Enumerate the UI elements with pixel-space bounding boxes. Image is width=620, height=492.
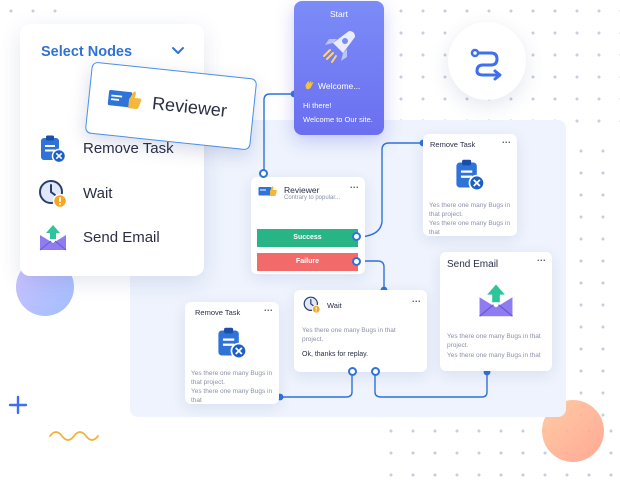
wait-output-port-left[interactable] bbox=[348, 367, 357, 376]
success-branch-button[interactable]: Success bbox=[257, 229, 358, 247]
clock-wait-icon bbox=[303, 296, 321, 314]
remove-task-node-text: Yes there one many Bugs in that project. bbox=[429, 202, 511, 218]
failure-output-port[interactable] bbox=[352, 257, 361, 266]
select-nodes-panel: Select Nodes Remove Task Wait bbox=[20, 24, 204, 276]
reviewer-thumbs-up-icon bbox=[258, 186, 277, 196]
reviewer-thumbs-up-icon bbox=[107, 90, 142, 109]
wave-decor bbox=[49, 431, 99, 441]
remove-task-node-text: Yes there one many Bugs in that project. bbox=[191, 370, 273, 386]
panel-item-label: Wait bbox=[83, 185, 113, 202]
panel-item-remove-task[interactable]: Remove Task bbox=[20, 132, 204, 166]
start-message-line1: Hi there! bbox=[303, 101, 332, 110]
send-email-node-title: Send Email bbox=[447, 259, 499, 270]
reviewer-pill-label: Reviewer bbox=[151, 93, 228, 121]
envelope-send-icon bbox=[479, 284, 513, 317]
start-node-title: Start bbox=[330, 9, 348, 19]
more-options-icon[interactable]: ... bbox=[537, 253, 547, 263]
panel-item-wait[interactable]: Wait bbox=[20, 177, 204, 211]
clipboard-remove-icon bbox=[218, 327, 248, 360]
failure-branch-button[interactable]: Failure bbox=[257, 253, 358, 271]
wait-node-text: Yes there one many Bugs in that project. bbox=[302, 327, 396, 343]
chevron-down-icon[interactable] bbox=[170, 42, 186, 58]
panel-item-label: Send Email bbox=[83, 229, 160, 246]
start-node[interactable]: Start Welcome... Hi there! Welcome to Ou… bbox=[294, 1, 384, 135]
reviewer-node[interactable]: Reviewer Contrary to popular... ... Succ… bbox=[251, 177, 365, 274]
remove-task-node-top[interactable]: Remove Task ... Yes there one many Bugs … bbox=[423, 134, 517, 236]
reviewer-drag-pill[interactable]: Reviewer bbox=[84, 61, 258, 151]
remove-task-node-title: Remove Task bbox=[430, 140, 476, 149]
more-options-icon[interactable]: ... bbox=[264, 303, 274, 313]
panel-title: Select Nodes bbox=[41, 44, 133, 60]
remove-task-node-bottom[interactable]: Remove Task ... Yes there one many Bugs … bbox=[185, 302, 279, 404]
wait-node-title: Wait bbox=[327, 301, 342, 310]
envelope-send-icon bbox=[39, 225, 67, 251]
more-options-icon[interactable]: ... bbox=[502, 135, 512, 145]
reviewer-node-subtitle: Contrary to popular... bbox=[284, 195, 341, 201]
rocket-icon bbox=[323, 31, 355, 63]
wait-node[interactable]: Wait ... Yes there one many Bugs in that… bbox=[294, 290, 427, 372]
success-output-port[interactable] bbox=[352, 232, 361, 241]
more-options-icon[interactable]: ... bbox=[412, 294, 422, 304]
remove-task-node-text: Yes there one many Bugs in that bbox=[191, 388, 273, 404]
dot-pattern-right bbox=[570, 140, 620, 420]
remove-task-node-text: Yes there one many Bugs in that bbox=[429, 220, 511, 236]
clipboard-remove-icon bbox=[456, 159, 486, 192]
send-email-node[interactable]: Send Email ... Yes there one many Bugs i… bbox=[440, 252, 552, 371]
flow-toggle-button[interactable] bbox=[448, 22, 526, 100]
clock-wait-icon bbox=[39, 180, 68, 209]
start-welcome-text: Welcome... bbox=[318, 81, 361, 91]
wait-node-reply: Ok, thanks for replay. bbox=[302, 351, 369, 358]
panel-item-label: Remove Task bbox=[83, 140, 174, 157]
more-options-icon[interactable]: ... bbox=[350, 180, 360, 190]
reviewer-node-title: Reviewer bbox=[284, 185, 320, 195]
wait-output-port-right[interactable] bbox=[371, 367, 380, 376]
send-email-node-text: Yes there one many Bugs in that project. bbox=[447, 333, 541, 349]
waving-hand-icon bbox=[305, 81, 314, 90]
clipboard-remove-icon bbox=[41, 135, 67, 164]
reviewer-input-port[interactable] bbox=[259, 169, 268, 178]
send-email-node-text: Yes there one many Bugs in that bbox=[447, 352, 541, 359]
remove-task-node-title: Remove Task bbox=[195, 308, 241, 317]
route-arrows-icon bbox=[470, 48, 502, 81]
start-message-line2: Welcome to Our site. bbox=[303, 115, 373, 124]
dot-pattern-top-left bbox=[0, 0, 70, 24]
panel-item-send-email[interactable]: Send Email bbox=[20, 221, 204, 255]
